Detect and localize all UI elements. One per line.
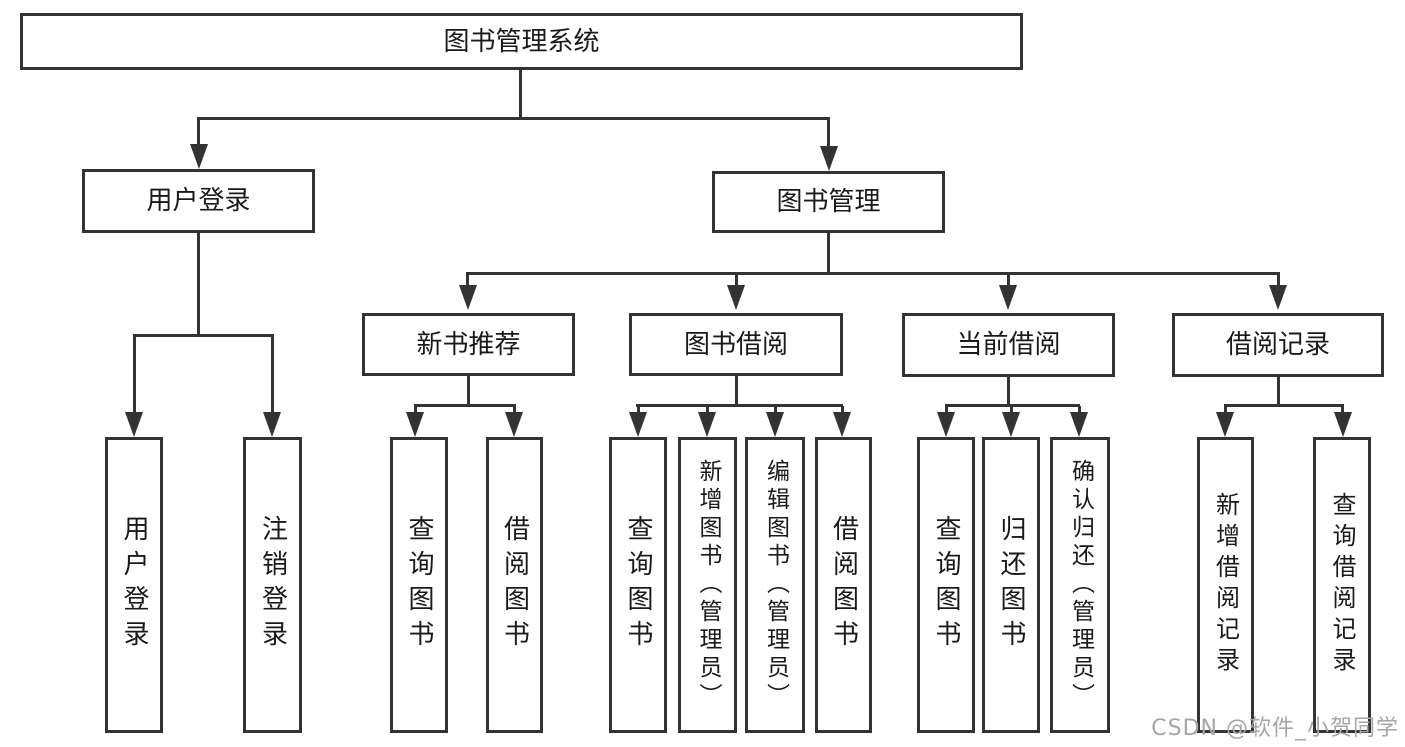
leaf-return-books: 归还图书 <box>982 437 1040 733</box>
node-book-management: 图书管理 <box>712 171 945 233</box>
node-user-login: 用户登录 <box>82 169 315 233</box>
connector-line <box>519 69 522 120</box>
arrow-down-icon <box>1334 412 1352 437</box>
connector-line <box>706 406 709 414</box>
arrow-down-icon <box>999 285 1017 310</box>
leaf-logout-label: 注销登录 <box>257 515 288 655</box>
connector-line <box>841 406 844 414</box>
leaf-confirm-return-admin-label: 确认归还（管理员） <box>1067 459 1094 711</box>
connector-line <box>1277 377 1280 406</box>
connector-line <box>133 336 136 413</box>
connector-line <box>414 406 417 414</box>
leaf-edit-books-admin: 编辑图书（管理员） <box>745 437 805 733</box>
leaf-user-login-label: 用户登录 <box>119 515 149 655</box>
leaf-user-login: 用户登录 <box>105 437 163 733</box>
connector-line <box>414 404 516 407</box>
node-user-login-label: 用户登录 <box>146 186 251 216</box>
leaf-confirm-return-admin: 确认归还（管理员） <box>1050 437 1110 733</box>
connector-line <box>636 404 843 407</box>
node-current-borrowing-label: 当前借阅 <box>956 330 1061 360</box>
arrow-down-icon <box>263 412 281 437</box>
connector-line <box>1007 274 1010 286</box>
connector-line <box>1078 406 1081 414</box>
node-borrowing-records-label: 借阅记录 <box>1225 330 1330 360</box>
leaf-add-books-admin: 新增图书（管理员） <box>678 437 737 733</box>
arrow-down-icon <box>190 144 208 169</box>
connector-line <box>945 406 948 414</box>
connector-line <box>197 119 200 146</box>
leaf-borrow-books-recommend: 借阅图书 <box>486 437 543 733</box>
connector-line <box>827 119 830 148</box>
leaf-query-books-recommend: 查询图书 <box>390 437 448 733</box>
leaf-query-books-current-label: 查询图书 <box>931 515 961 655</box>
connector-line <box>466 272 1280 275</box>
arrow-down-icon <box>1216 412 1234 437</box>
leaf-borrow-books: 借阅图书 <box>815 437 872 733</box>
node-root-label: 图书管理系统 <box>443 26 600 57</box>
watermark-text: CSDN @软件_小贺同学 <box>1151 716 1399 741</box>
arrow-down-icon <box>459 285 477 310</box>
leaf-query-books-recommend-label: 查询图书 <box>404 515 434 655</box>
leaf-borrow-books-recommend-label: 借阅图书 <box>499 515 530 655</box>
leaf-logout: 注销登录 <box>243 437 302 733</box>
connector-line <box>1007 377 1010 406</box>
connector-line <box>735 274 738 286</box>
node-book-borrowing: 图书借阅 <box>629 313 843 376</box>
leaf-add-books-admin-label: 新增图书（管理员） <box>695 459 721 711</box>
connector-line <box>197 117 830 120</box>
leaf-query-borrow-record: 查询借阅记录 <box>1313 437 1371 733</box>
leaf-borrow-books-label: 借阅图书 <box>828 515 859 655</box>
connector-line <box>827 233 830 275</box>
connector-line <box>735 376 738 406</box>
leaf-return-books-label: 归还图书 <box>996 515 1026 655</box>
node-book-borrowing-label: 图书借阅 <box>683 329 788 360</box>
connector-line <box>1224 404 1344 407</box>
connector-line <box>133 334 274 337</box>
arrow-down-icon <box>820 146 838 171</box>
arrow-down-icon <box>1070 412 1088 437</box>
leaf-query-books-borrow: 查询图书 <box>609 437 667 733</box>
leaf-query-books-borrow-label: 查询图书 <box>623 515 653 655</box>
arrow-down-icon <box>505 412 523 437</box>
arrow-down-icon <box>629 412 647 437</box>
arrow-down-icon <box>937 412 955 437</box>
connector-line <box>466 274 469 286</box>
leaf-add-borrow-record: 新增借阅记录 <box>1197 437 1254 733</box>
node-book-management-label: 图书管理 <box>776 187 881 217</box>
node-current-borrowing: 当前借阅 <box>902 313 1115 377</box>
arrow-down-icon <box>833 412 851 437</box>
arrow-down-icon <box>1002 412 1020 437</box>
connector-line <box>774 406 777 414</box>
arrow-down-icon <box>1269 285 1287 310</box>
arrow-down-icon <box>125 412 143 437</box>
connector-line <box>271 336 274 413</box>
connector-line <box>1277 274 1280 286</box>
node-borrowing-records: 借阅记录 <box>1172 313 1384 377</box>
connector-line <box>467 376 470 406</box>
node-new-book-recommend-label: 新书推荐 <box>416 329 521 360</box>
connector-line <box>1341 406 1344 414</box>
arrow-down-icon <box>406 412 424 437</box>
leaf-query-borrow-record-label: 查询借阅记录 <box>1328 492 1356 678</box>
leaf-query-books-current: 查询图书 <box>917 437 975 733</box>
arrow-down-icon <box>698 412 716 437</box>
node-new-book-recommend: 新书推荐 <box>362 313 575 376</box>
arrow-down-icon <box>727 285 745 310</box>
connector-line <box>945 404 1080 407</box>
arrow-down-icon <box>766 412 784 437</box>
connector-line <box>637 406 640 414</box>
connector-line <box>197 233 200 337</box>
leaf-edit-books-admin-label: 编辑图书（管理员） <box>762 459 789 711</box>
node-root: 图书管理系统 <box>20 13 1023 70</box>
connector-line <box>1010 406 1013 414</box>
connector-line <box>513 406 516 414</box>
connector-line <box>1224 406 1227 414</box>
leaf-add-borrow-record-label: 新增借阅记录 <box>1211 492 1240 678</box>
